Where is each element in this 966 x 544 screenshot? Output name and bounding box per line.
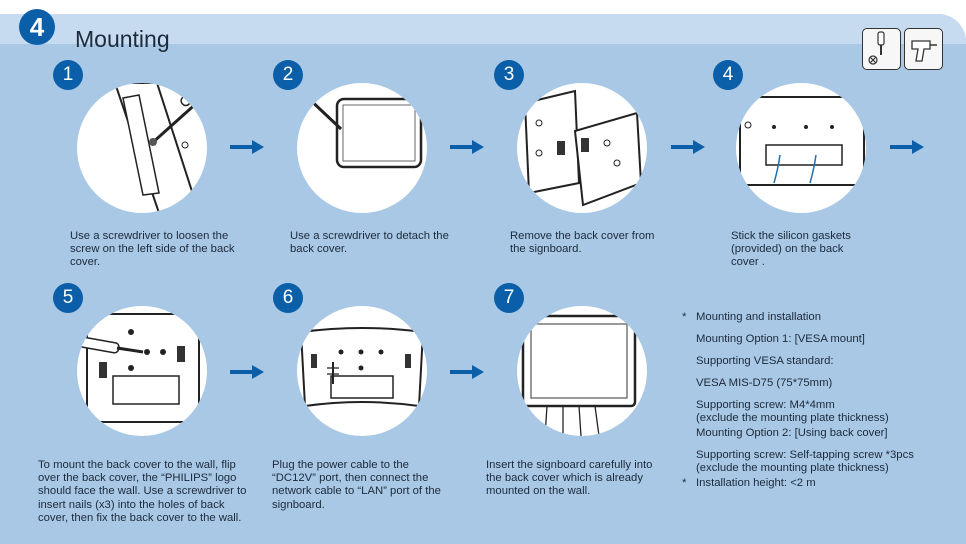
- drill-tool-icon: [904, 28, 943, 70]
- step-5-caption: To mount the back cover to the wall, fli…: [38, 459, 253, 525]
- step-6-illustration: [297, 306, 427, 436]
- note-line: *Installation height: <2 m: [686, 477, 914, 499]
- note-line: *Mounting and installation: [686, 311, 914, 333]
- arrow-right-icon: [890, 140, 924, 154]
- step-3-illustration: [517, 83, 647, 213]
- note-line: Supporting screw: M4*4mm(exclude the mou…: [686, 399, 914, 427]
- note-line: Mounting Option 2: [Using back cover]: [686, 427, 914, 449]
- step-1-caption: Use a screwdriver to loosen the screw on…: [70, 230, 245, 270]
- screwdriver-tool-icon: [862, 28, 901, 70]
- step-4-caption: Stick the silicon gaskets (provided) on …: [731, 230, 871, 270]
- section-number-badge: 4: [19, 9, 55, 45]
- step-2-badge: 2: [273, 60, 303, 90]
- note-line: Mounting Option 1: [VESA mount]: [686, 333, 914, 355]
- step-1-illustration: [77, 83, 207, 213]
- step-5-illustration: [77, 306, 207, 436]
- page-title: Mounting: [75, 26, 170, 53]
- step-7-caption: Insert the signboard carefully into the …: [486, 459, 666, 499]
- step-6-badge: 6: [273, 283, 303, 313]
- mounting-notes: *Mounting and installation Mounting Opti…: [686, 311, 914, 499]
- step-6-caption: Plug the power cable to the “DC12V” port…: [272, 459, 455, 512]
- note-line: Supporting VESA standard:: [686, 355, 914, 377]
- step-2-illustration: [297, 83, 427, 213]
- step-3-badge: 3: [494, 60, 524, 90]
- note-line: Supporting screw: Self-tapping screw *3p…: [686, 449, 914, 477]
- step-7-badge: 7: [494, 283, 524, 313]
- note-line: VESA MIS-D75 (75*75mm): [686, 377, 914, 399]
- arrow-right-icon: [450, 140, 484, 154]
- step-1-badge: 1: [53, 60, 83, 90]
- step-4-badge: 4: [713, 60, 743, 90]
- step-5-badge: 5: [53, 283, 83, 313]
- step-3-caption: Remove the back cover from the signboard…: [510, 230, 670, 256]
- arrow-right-icon: [230, 140, 264, 154]
- arrow-right-icon: [450, 365, 484, 379]
- arrow-right-icon: [671, 140, 705, 154]
- step-2-caption: Use a screwdriver to detach the back cov…: [290, 230, 450, 256]
- step-4-illustration: [736, 83, 866, 213]
- arrow-right-icon: [230, 365, 264, 379]
- step-7-illustration: [517, 306, 647, 436]
